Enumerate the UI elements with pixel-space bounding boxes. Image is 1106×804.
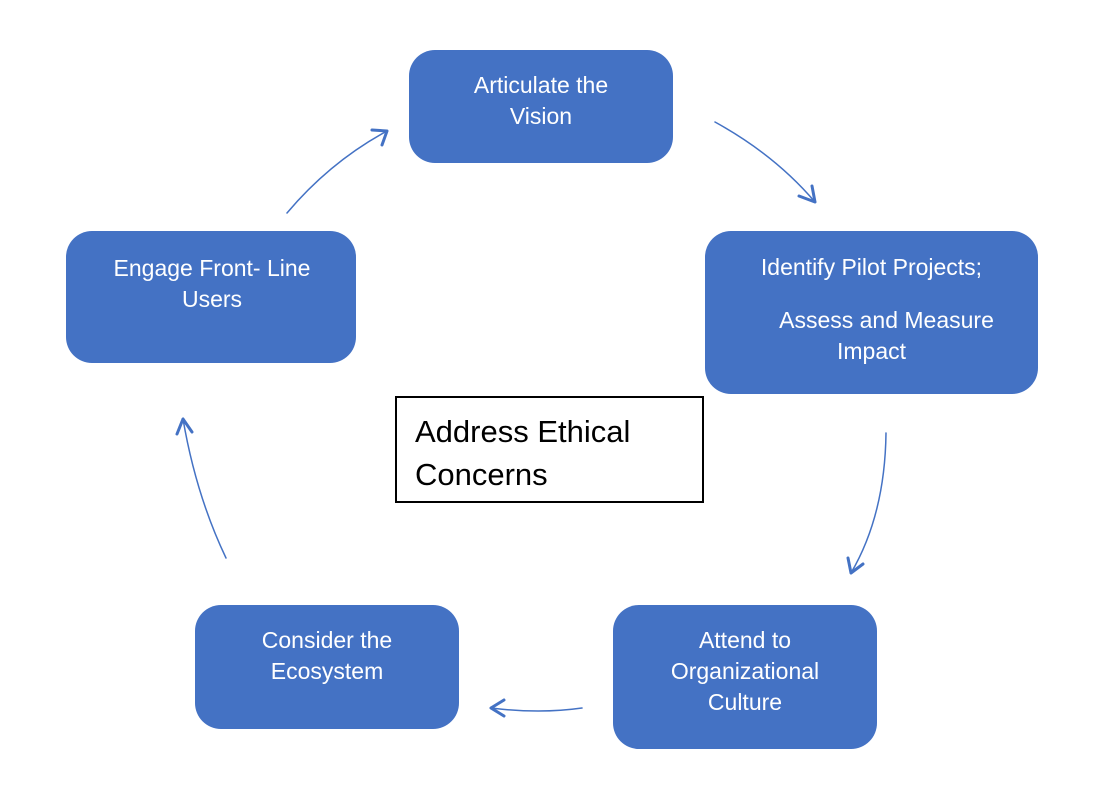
node-label-line: Identify Pilot Projects; [760,254,983,280]
center-label-line: Concerns [415,457,548,492]
node-label-line: Consider the [261,627,393,653]
node-label-line: Vision [509,103,573,129]
node-label-line: Engage Front- Line [113,255,311,281]
node-identify-pilot-projects: Identify Pilot Projects; Assess and Meas… [705,231,1038,394]
arrow-consider-to-engage [175,417,227,559]
node-label-line: Ecosystem [270,658,384,684]
node-label-line: Users [181,286,243,312]
arrow-attend-to-consider [489,698,583,718]
node-label-line: Culture [707,689,783,715]
node-label-line: Articulate the [473,72,609,98]
node-label-line: Attend to [698,627,792,653]
center-label-line: Address Ethical [415,414,631,449]
node-engage-front-line-users: Engage Front- Line Users [66,231,356,363]
node-consider-the-ecosystem: Consider the Ecosystem [195,605,459,729]
arrow-engage-to-articulate [286,128,389,214]
center-address-ethical-concerns: Address Ethical Concerns [395,396,704,503]
node-label-line: Organizational [670,658,820,684]
node-label-line: Impact [836,338,907,364]
node-articulate-the-vision: Articulate the Vision [409,50,673,163]
node-attend-to-organizational-culture: Attend to Organizational Culture [613,605,877,749]
arrow-identify-to-attend [846,432,887,575]
node-label-line: Assess and Measure [779,307,994,333]
arrow-articulate-to-identify [714,121,817,204]
